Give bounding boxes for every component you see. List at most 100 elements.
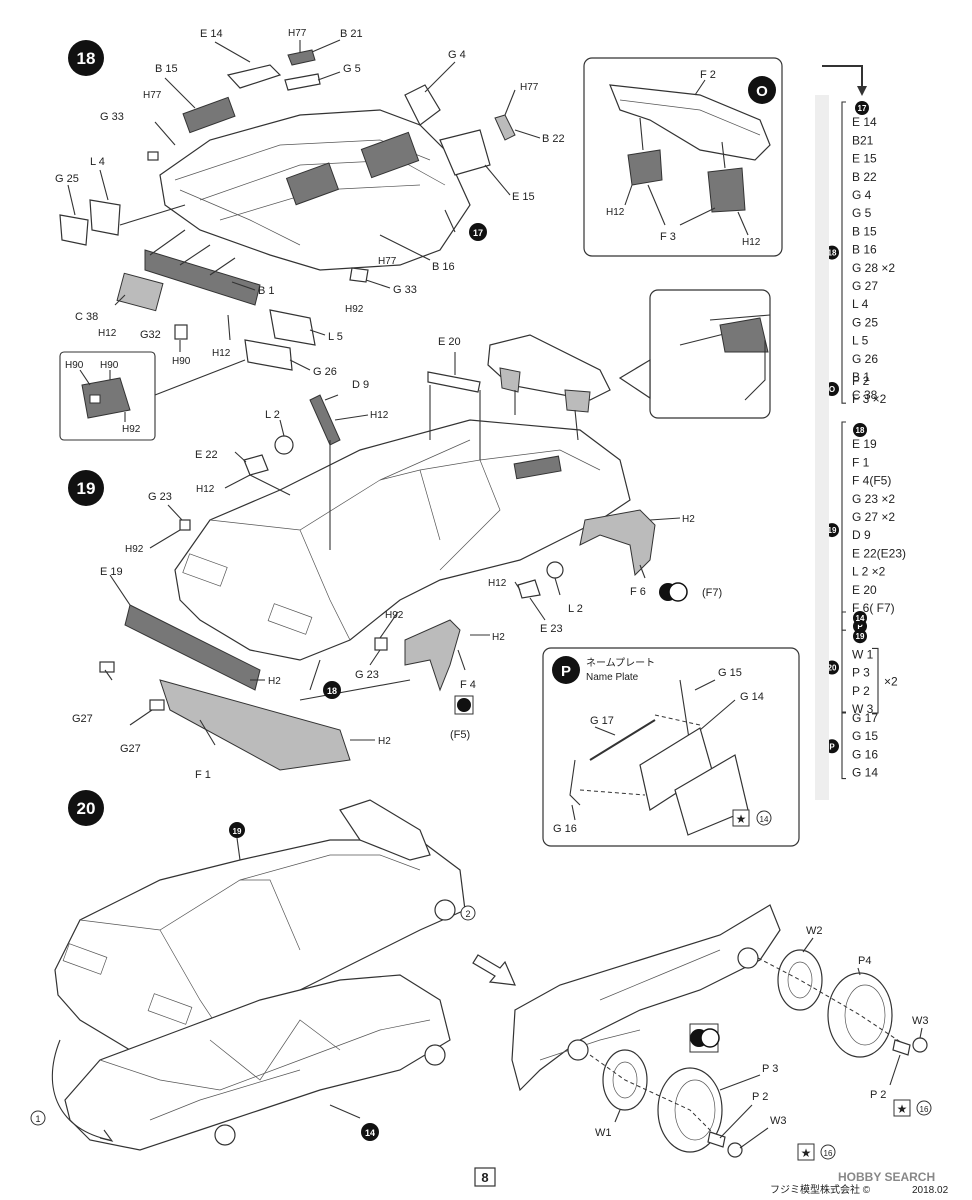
label-h77a: H77 <box>288 28 307 39</box>
label-e14: E 14 <box>200 28 223 40</box>
list-p-label: P <box>829 742 835 751</box>
list-19-head: 18 <box>856 426 865 435</box>
label-g15: G 15 <box>718 667 742 679</box>
circle-18: 18 <box>327 686 337 696</box>
g23a-part <box>179 519 191 531</box>
list-19-item: F 4(F5) <box>852 474 891 488</box>
b21-part <box>287 49 316 66</box>
list-18-label: 18 <box>828 249 837 258</box>
label-h77d: H77 <box>378 256 397 267</box>
label-e19: E 19 <box>100 566 123 578</box>
list-18-item: L 4 <box>852 297 869 311</box>
list-o-item: F 3 ×2 <box>852 392 887 406</box>
f4-fender <box>404 619 461 692</box>
list-19-item: D 9 <box>852 528 871 542</box>
label-b16: B 16 <box>432 261 455 273</box>
list-19-item: L 2 ×2 <box>852 565 886 579</box>
list-20-circle: 19 <box>856 632 865 641</box>
e20-part <box>427 371 481 393</box>
e23-part <box>517 579 541 599</box>
svg-text:★: ★ <box>736 812 747 826</box>
list-18-item: G 26 <box>852 352 878 366</box>
label-g23b: G 23 <box>355 669 379 681</box>
list-20-circle-bg <box>853 611 867 625</box>
label-h92a-19: H92 <box>125 544 144 555</box>
list-18-head: 17 <box>858 104 867 113</box>
label-h12b-19: H12 <box>196 484 215 495</box>
label-p2b: P 2 <box>752 1091 768 1103</box>
label-w3a: W3 <box>912 1015 929 1027</box>
label-h92a: H92 <box>345 304 364 315</box>
l2-left <box>274 435 294 455</box>
wing-o-19 <box>487 334 611 401</box>
e14-part <box>226 64 282 89</box>
label-p4: P4 <box>858 955 871 967</box>
g23b-part <box>374 637 388 651</box>
label-e22: E 22 <box>195 449 218 461</box>
circle-2: 2 <box>465 909 470 919</box>
list-19-item: E 22(E23) <box>852 546 906 560</box>
list-18-item: B 1 <box>852 370 870 384</box>
g33b-part <box>349 267 369 283</box>
list-20-label: 20 <box>828 664 837 673</box>
c38-part <box>116 272 164 312</box>
label-f6: F 6 <box>630 586 646 598</box>
list-19-item: G 23 ×2 <box>852 492 895 506</box>
step-20-number: 20 <box>77 799 96 818</box>
f3-right-stay <box>707 167 746 213</box>
label-h92b-19: H92 <box>385 610 404 621</box>
car-body-20 <box>54 839 466 1051</box>
list-o-label: O <box>829 385 835 394</box>
maker-name: フジミ模型株式会社 © <box>770 1183 871 1196</box>
circle-14: 14 <box>760 815 769 824</box>
l5-part <box>269 309 316 346</box>
list-18-item: G 28 ×2 <box>852 261 895 275</box>
label-h12-right: H12 <box>742 237 761 248</box>
option-o-marker: O <box>756 83 768 100</box>
list-20-circle-bg <box>853 629 867 644</box>
label-h2-right: H2 <box>682 514 695 525</box>
page-number: 8 <box>481 1170 488 1185</box>
label-f2: F 2 <box>700 69 716 81</box>
label-f7: (F7) <box>702 587 722 599</box>
nameplate-box: P ネームプレート Name Plate G 15 G 17 G 14 G 16… <box>542 647 800 847</box>
circle-16a: 16 <box>920 1105 929 1114</box>
label-h12a: H12 <box>98 328 117 339</box>
b16-vent <box>285 162 340 206</box>
label-g26: G 26 <box>313 366 337 378</box>
label-w3b: W3 <box>770 1115 787 1127</box>
list-18-item: B 16 <box>852 243 877 257</box>
list-20-circle: 14 <box>856 614 865 623</box>
list-19-head-bg <box>853 423 867 437</box>
b22-part <box>494 114 516 141</box>
label-h77c: H77 <box>520 82 539 93</box>
list-18-item: G 5 <box>852 206 872 220</box>
label-h12b: H12 <box>212 348 231 359</box>
e15-part <box>439 129 491 176</box>
list-18-item: B21 <box>852 133 874 147</box>
label-e23: E 23 <box>540 623 563 635</box>
watermark: HOBBY SEARCH <box>838 1170 935 1184</box>
step-20: 20 19 1 2 14 <box>30 790 932 1161</box>
label-g32: G32 <box>140 329 161 341</box>
list-18-item: G 25 <box>852 315 878 329</box>
g5-part <box>284 73 321 91</box>
svg-text:★: ★ <box>897 1102 908 1116</box>
label-g23a: G 23 <box>148 491 172 503</box>
car-body-19 <box>174 419 631 661</box>
label-h77b: H77 <box>143 90 162 101</box>
e22-part <box>243 454 269 476</box>
label-f1: F 1 <box>195 769 211 781</box>
list-19-item: E 19 <box>852 437 877 451</box>
list-18-item: B 22 <box>852 170 877 184</box>
g26-part <box>244 339 293 371</box>
list-18-item: C 38 <box>852 388 878 402</box>
nameplate-marker: P <box>561 663 571 680</box>
label-b1: B 1 <box>258 285 275 297</box>
g27b-part <box>149 699 165 711</box>
nameplate-title-en: Name Plate <box>586 672 639 683</box>
list-20-item: P 3 <box>852 666 870 680</box>
